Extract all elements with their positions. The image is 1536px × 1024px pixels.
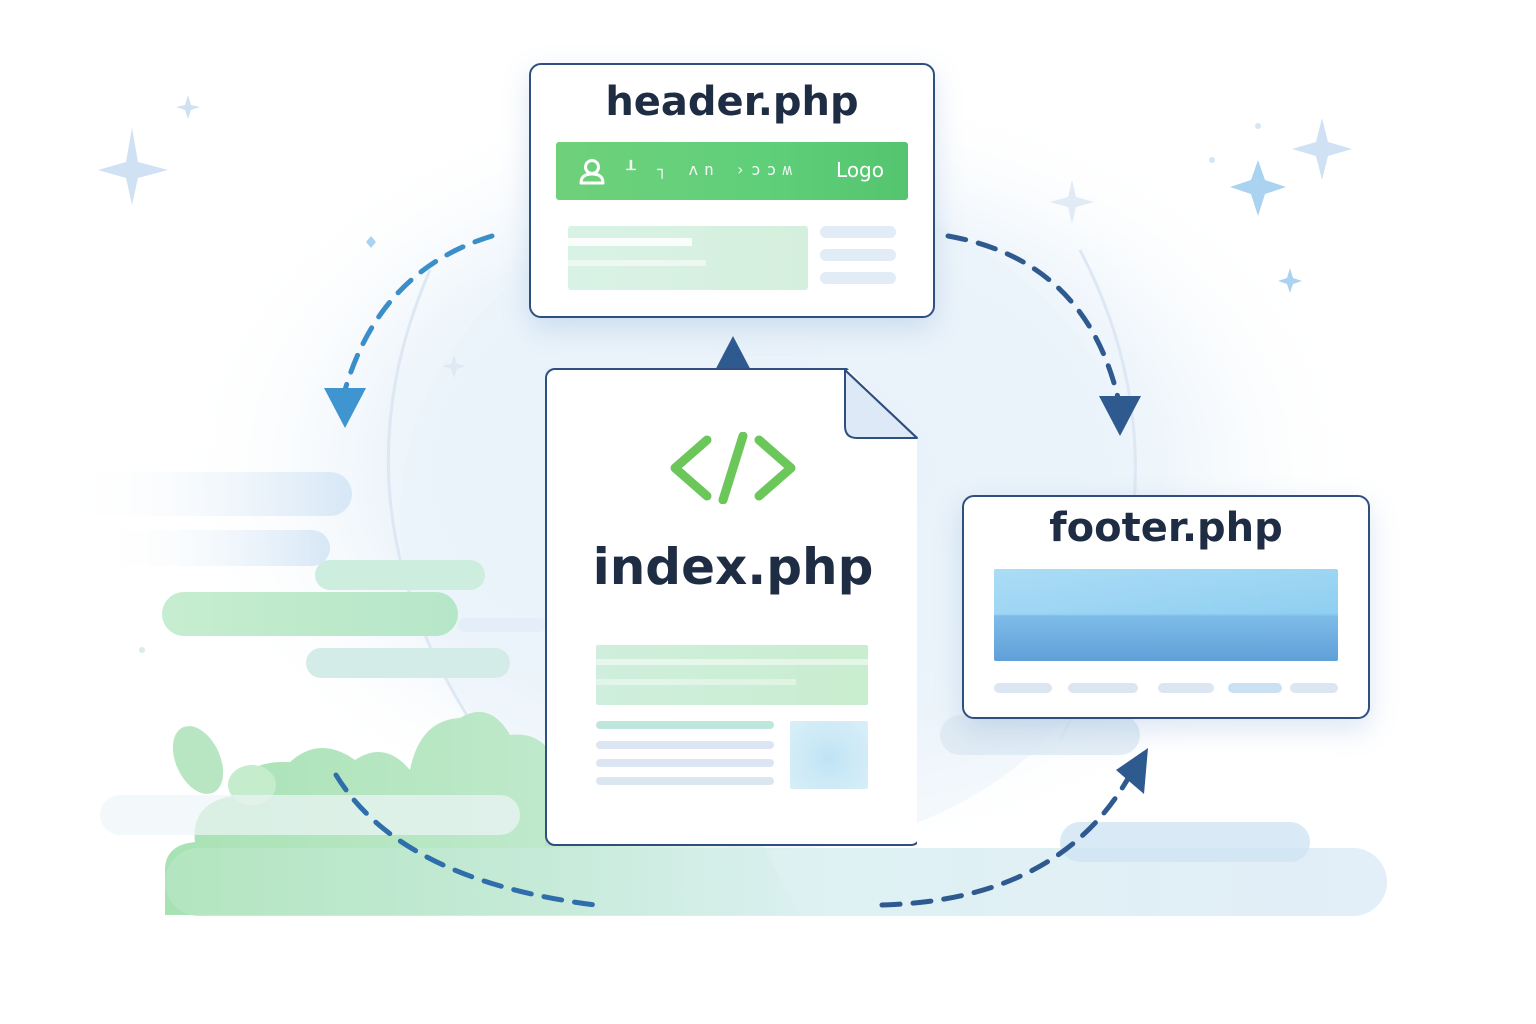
index-image-thumbnail [790,721,868,789]
footer-band [994,569,1338,661]
footer-php-card: footer.php [962,495,1370,719]
index-text-line [596,759,774,767]
footer-link-line [1068,683,1138,693]
footer-band-highlight [994,569,1338,615]
arrow-bottom-right [879,772,1133,908]
index-text-line [596,721,774,729]
header-side-line [820,272,896,284]
footer-link-line [1228,683,1282,693]
header-logo-label: Logo [836,158,884,182]
arrow-header-to-left [342,233,495,393]
header-php-card: header.php ┸ ┐ ʌn ›ɔɔʍ Logo [529,63,935,318]
header-content-line [568,238,692,246]
arrow-header-to-right [945,233,1121,401]
user-icon [579,159,605,185]
footer-link-line [994,683,1052,693]
index-php-title: index.php [592,538,874,596]
index-php-card: index.php [545,368,917,846]
header-nav-links: ┸ ┐ ʌn ›ɔɔʍ [626,160,798,179]
header-php-title: header.php [605,79,859,125]
index-content-line [596,659,868,665]
index-text-line [596,777,774,785]
index-text-line [596,741,774,749]
arrowhead-right-icon [1099,396,1141,436]
index-content-line [596,679,796,685]
footer-link-line [1158,683,1214,693]
header-side-line [820,249,896,261]
header-content-block [568,226,808,290]
arrow-bottom-left [333,772,598,908]
arrowhead-bottom-right-icon [1116,748,1148,794]
header-side-line [820,226,896,238]
header-nav-bar: ┸ ┐ ʌn ›ɔɔʍ Logo [556,142,908,200]
arrowhead-up-icon [711,336,755,378]
footer-link-line [1290,683,1338,693]
code-brackets-icon [670,432,796,504]
arrowhead-left-icon [324,388,366,428]
header-content-line [568,260,706,266]
footer-php-title: footer.php [1049,505,1283,551]
index-content-block [596,645,868,705]
